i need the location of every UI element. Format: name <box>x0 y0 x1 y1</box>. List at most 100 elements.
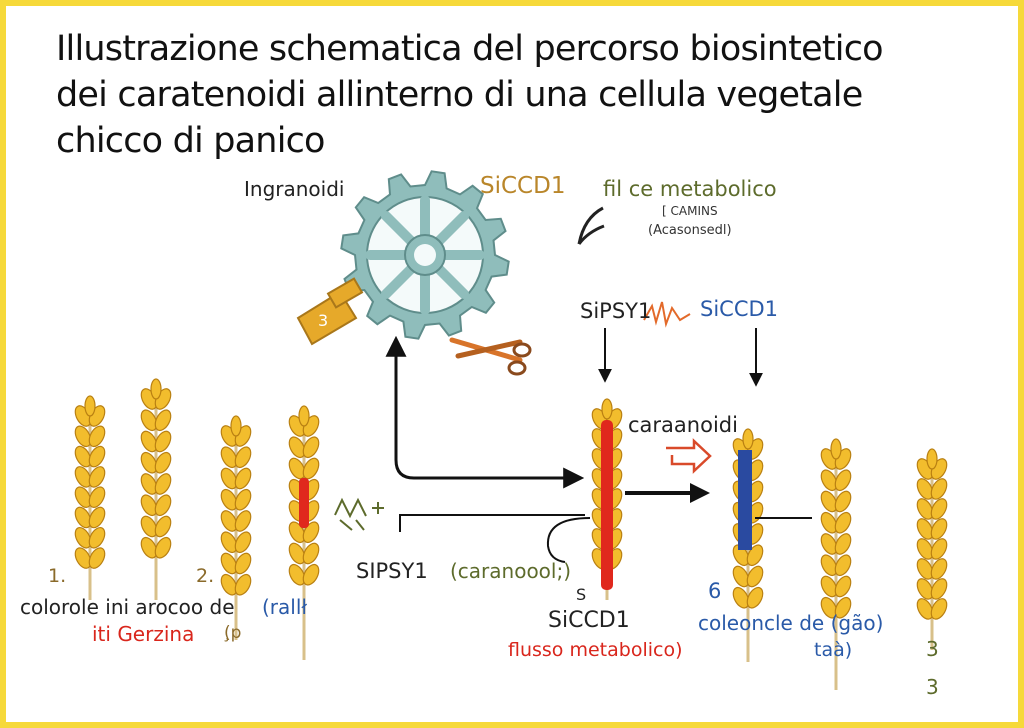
grain-kernel <box>234 552 252 575</box>
sipsy1-connector <box>399 514 585 532</box>
grain-kernel <box>916 498 934 520</box>
label-flusso-metabolico: flusso metabolico) <box>508 639 683 661</box>
grain-kernel <box>154 536 172 559</box>
grain-kernel <box>88 547 106 569</box>
grain-kernel <box>820 490 838 513</box>
grain-kernel <box>732 586 750 609</box>
grain-kernel <box>288 436 306 459</box>
label-small-2: (Acasonsedl) <box>648 223 732 238</box>
label-siccd1-lower: SiCCD1 <box>548 608 630 633</box>
title-line-3: chicco di panico <box>56 121 325 161</box>
red-highlight-small <box>299 478 309 528</box>
grain-tip <box>742 428 754 450</box>
label-num-2: 2. <box>196 565 214 587</box>
grain-kernel <box>820 533 838 555</box>
grain-kernel <box>746 565 764 588</box>
grain-kernel <box>916 598 934 620</box>
grain-kernel <box>834 469 852 492</box>
grain-tip <box>926 448 938 470</box>
grain-kernel <box>930 478 948 500</box>
grain-kernel <box>140 430 158 453</box>
grain-kernel <box>930 598 948 620</box>
label-colorole: colorole ini arocoo de <box>20 595 235 619</box>
grain-tip <box>601 398 613 420</box>
label-siccd1-top: SiCCD1 <box>480 173 565 199</box>
grain-kernel <box>930 498 948 520</box>
grain-kernel <box>834 511 852 534</box>
grain-kernel <box>916 578 934 600</box>
grain-kernel <box>916 558 934 580</box>
grain-kernel <box>834 533 852 555</box>
grain-kernel <box>74 486 92 508</box>
grain-kernel <box>746 544 764 567</box>
structure-glyph-icon <box>334 497 384 531</box>
grain-kernel <box>820 511 838 534</box>
swirl-mark-icon <box>577 206 605 245</box>
grain-kernel <box>220 467 238 490</box>
grain-kernel <box>74 547 92 569</box>
grain-kernel <box>140 451 158 474</box>
grain-kernel <box>74 466 92 488</box>
label-num-1: 1. <box>48 565 66 587</box>
red-highlight-central <box>601 420 613 590</box>
grain-kernel <box>154 515 172 538</box>
grain-kernel <box>930 578 948 600</box>
key-icon: 3 <box>296 277 364 346</box>
grain-kernel <box>74 506 92 529</box>
grain-kernel <box>140 536 158 559</box>
grain-kernel <box>834 554 852 577</box>
label-s-mark: S <box>576 585 586 604</box>
grain-kernel <box>154 430 172 453</box>
grain-kernel <box>220 510 238 532</box>
grain-kernel <box>74 425 92 448</box>
grain-kernel <box>746 586 764 609</box>
label-caraanoidi: caraanoidi <box>628 413 738 437</box>
grain-kernel <box>234 467 252 490</box>
grain-kernel <box>732 565 750 588</box>
grain-kernel <box>916 518 934 540</box>
label-num-3a: 3 <box>926 637 939 661</box>
label-iti-gerzina: iti Gerzina <box>92 622 194 646</box>
blue-bar <box>738 450 752 550</box>
curved-connector <box>546 517 591 563</box>
grain-kernel <box>154 494 172 517</box>
label-p-mark: (̧p <box>224 623 242 643</box>
title-line-1: Illustrazione schematica del percorso bi… <box>56 29 884 69</box>
label-coleoncle: coleoncle de (gão) <box>698 611 883 635</box>
grain-kernel <box>154 451 172 474</box>
grain-kernel <box>88 486 106 508</box>
grain-kernel <box>234 488 252 511</box>
label-fil-metabolico: fil ce metabolico <box>603 177 777 201</box>
label-num-3b: 3 <box>926 675 939 699</box>
grain-kernel <box>140 409 158 432</box>
grain-kernel <box>88 506 106 529</box>
label-sipsy1-upper: SiPSY1 <box>580 299 651 323</box>
label-siccd1-upper: SiCCD1 <box>700 297 778 321</box>
label-trall: (rallł <box>262 595 307 619</box>
grain-kernel <box>834 490 852 513</box>
grain-tip <box>150 378 162 400</box>
title-line-2: dei caratenoidi allinterno di una cellul… <box>56 75 863 115</box>
grain-kernel <box>820 554 838 577</box>
grain-kernel <box>916 478 934 500</box>
grain-kernel <box>154 473 172 495</box>
grain-kernel <box>930 518 948 540</box>
grain-kernel <box>154 409 172 432</box>
grain-kernel <box>88 445 106 468</box>
grain-kernel <box>220 446 238 469</box>
grain-tip <box>230 415 242 437</box>
squiggle-icon <box>643 301 691 328</box>
grain-kernel <box>220 552 238 575</box>
grain-kernel <box>820 469 838 492</box>
grain-kernel <box>820 596 838 619</box>
grain-tip <box>298 405 310 427</box>
label-taa: taà) <box>814 639 852 661</box>
grain-kernel <box>288 563 306 586</box>
feedback-arrow <box>385 335 585 489</box>
grain-kernel <box>220 488 238 511</box>
label-caranoool: (caranoool;) <box>450 559 571 583</box>
grain-stalks <box>74 378 948 690</box>
grain-kernel <box>834 575 852 598</box>
label-small-1: [ CAMINS <box>662 204 718 218</box>
